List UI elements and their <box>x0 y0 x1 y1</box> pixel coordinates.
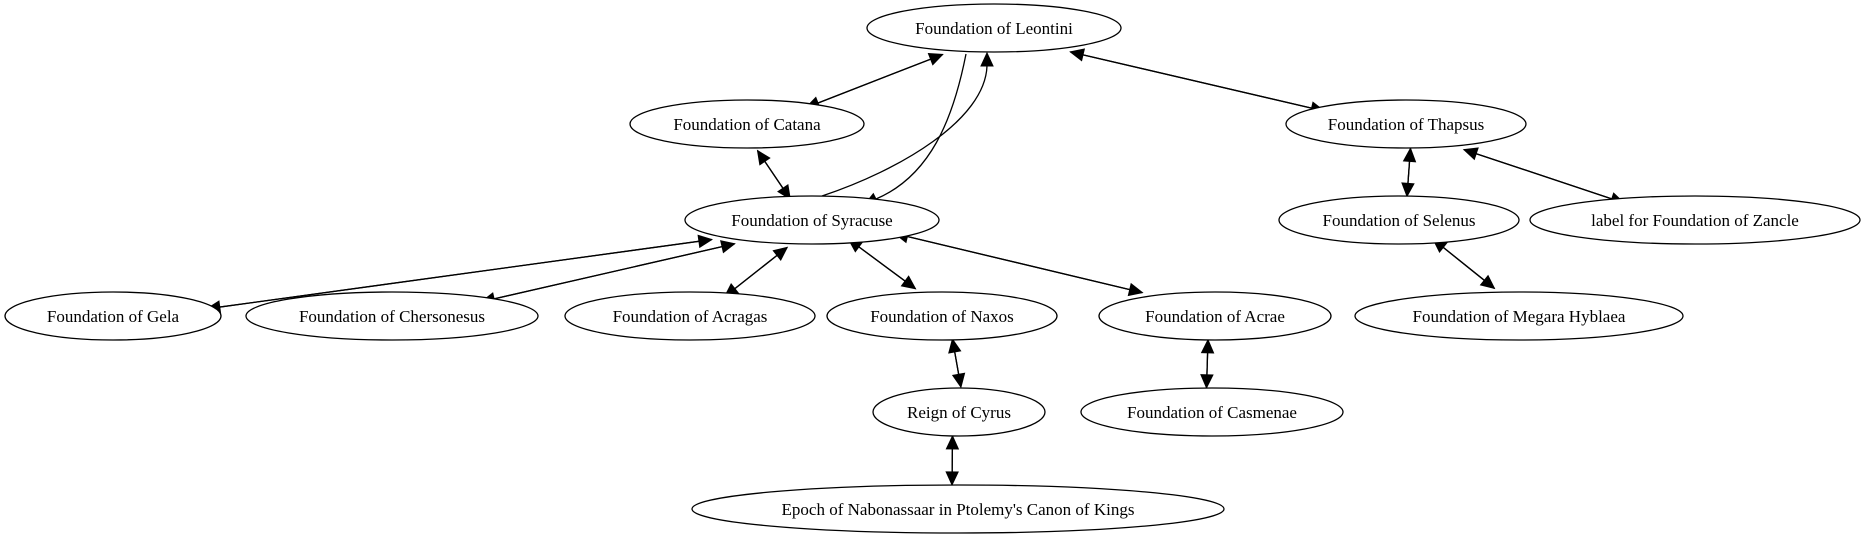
node-gela[interactable]: Foundation of Gela <box>4 291 222 341</box>
node-label-selenus: Foundation of Selenus <box>1323 211 1476 230</box>
edge-line <box>1442 246 1495 289</box>
arrowhead-icon <box>1402 147 1417 163</box>
edge-selenus-to-thapsus <box>1402 147 1417 197</box>
edge-line <box>805 58 931 109</box>
node-label-cyrus: Reign of Cyrus <box>907 403 1011 422</box>
node-cyrus[interactable]: Reign of Cyrus <box>872 387 1046 437</box>
node-label-nabonassar: Epoch of Nabonassaar in Ptolemy's Canon … <box>782 500 1135 519</box>
edge-syracuse-to-catana <box>756 149 791 200</box>
node-label-leontini: Foundation of Leontini <box>915 19 1073 38</box>
edge-line <box>858 246 916 290</box>
node-label-naxos: Foundation of Naxos <box>870 307 1014 326</box>
node-nabonassar[interactable]: Epoch of Nabonassaar in Ptolemy's Canon … <box>691 484 1225 534</box>
node-zancle[interactable]: label for Foundation of Zancle <box>1529 195 1861 245</box>
arrowhead-icon <box>756 149 771 166</box>
node-label-syracuse: Foundation of Syracuse <box>731 211 892 230</box>
edge-casmenae-to-acrae <box>1200 338 1215 388</box>
edge-catana-to-leontini <box>805 53 944 109</box>
edge-zancle-to-thapsus <box>1462 147 1625 204</box>
arrowhead-icon <box>927 53 944 66</box>
node-megara[interactable]: Foundation of Megara Hyblaea <box>1354 291 1684 341</box>
edges-layer <box>205 48 1626 487</box>
arrowhead-icon <box>1462 147 1479 161</box>
node-leontini[interactable]: Foundation of Leontini <box>866 3 1122 53</box>
edge-line <box>954 351 962 388</box>
edge-acrae-to-syracuse <box>893 230 1143 294</box>
edge-syracuse-to-leontini <box>821 51 994 197</box>
edge-line <box>1205 352 1209 388</box>
arrowhead-icon <box>945 434 960 450</box>
arrowhead-icon <box>980 51 994 67</box>
node-label-zancle: label for Foundation of Zancle <box>1591 211 1799 230</box>
node-thapsus[interactable]: Foundation of Thapsus <box>1285 99 1527 149</box>
node-label-thapsus: Foundation of Thapsus <box>1328 115 1484 134</box>
edge-line <box>764 161 791 200</box>
arrowhead-icon <box>948 337 962 354</box>
arrowhead-icon <box>1069 48 1086 62</box>
node-casmenae[interactable]: Foundation of Casmenae <box>1080 387 1344 437</box>
edge-acragas-to-syracuse <box>724 246 789 298</box>
nodes-layer: Foundation of Leontini Foundation of Cat… <box>4 3 1861 534</box>
edge-nabonassar-to-cyrus <box>945 434 960 485</box>
edge-megara-to-selenus <box>1432 238 1495 289</box>
edge-leontini-to-syracuse <box>863 53 967 206</box>
arrowhead-icon <box>772 246 789 262</box>
edge-line <box>875 53 967 200</box>
node-label-gela: Foundation of Gela <box>47 307 180 326</box>
arrowhead-icon <box>1200 338 1215 354</box>
edge-chersonesus-to-syracuse <box>481 240 736 303</box>
node-chersonesus[interactable]: Foundation of Chersonesus <box>245 291 539 341</box>
node-label-acrae: Foundation of Acrae <box>1145 307 1285 326</box>
node-label-acragas: Foundation of Acragas <box>613 307 768 326</box>
node-label-casmenae: Foundation of Casmenae <box>1127 403 1297 422</box>
edge-line <box>1082 54 1325 112</box>
node-label-megara: Foundation of Megara Hyblaea <box>1413 307 1626 326</box>
edge-cyrus-to-naxos <box>948 337 962 388</box>
edge-line <box>907 235 1143 294</box>
edge-line <box>481 246 723 303</box>
edge-gela-to-syracuse <box>206 234 713 310</box>
edge-thapsus-to-leontini <box>1069 48 1325 112</box>
node-syracuse[interactable]: Foundation of Syracuse <box>684 195 940 245</box>
edge-line <box>821 65 988 197</box>
node-label-catana: Foundation of Catana <box>673 115 821 134</box>
node-acrae[interactable]: Foundation of Acrae <box>1098 291 1332 341</box>
arrowhead-icon <box>720 240 736 254</box>
edge-line <box>1476 153 1625 204</box>
edge-line <box>206 240 700 310</box>
node-acragas[interactable]: Foundation of Acragas <box>564 291 816 341</box>
arrowhead-icon <box>697 234 713 249</box>
node-naxos[interactable]: Foundation of Naxos <box>826 291 1058 341</box>
node-catana[interactable]: Foundation of Catana <box>629 99 865 149</box>
edge-naxos-to-syracuse <box>847 238 916 290</box>
edge-line <box>1406 161 1411 197</box>
node-label-chersonesus: Foundation of Chersonesus <box>299 307 485 326</box>
edge-line <box>724 254 778 298</box>
node-selenus[interactable]: Foundation of Selenus <box>1278 195 1520 245</box>
